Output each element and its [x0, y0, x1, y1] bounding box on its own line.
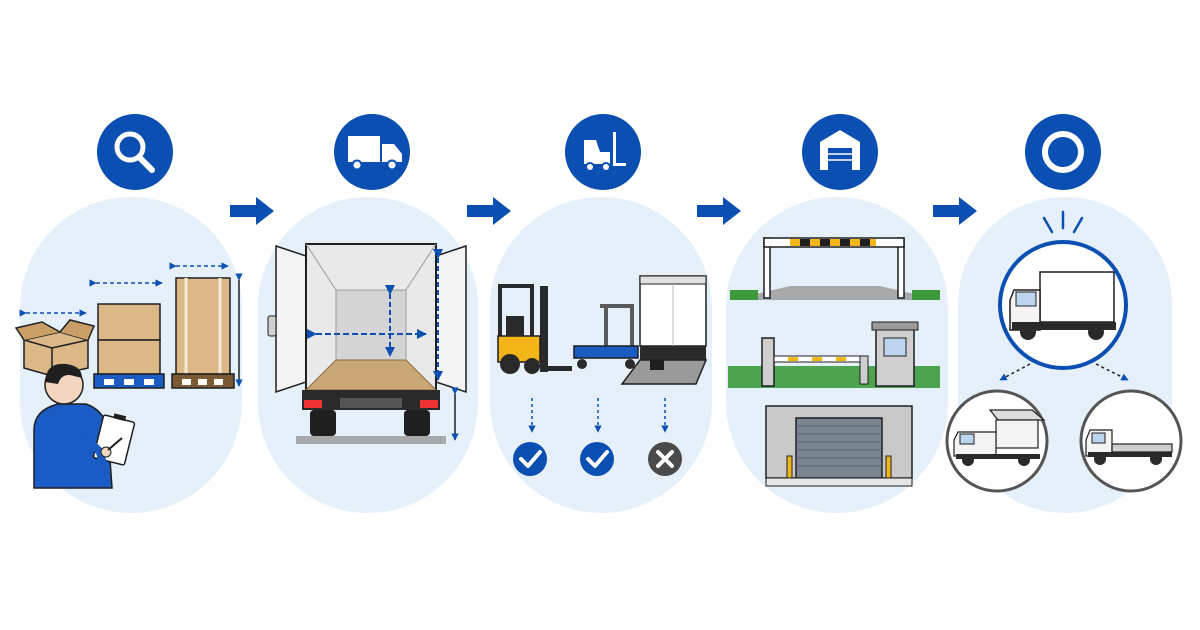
panel-truck-selection	[945, 197, 1183, 513]
step-4-warehouse-icon	[802, 114, 878, 190]
arrow-icon	[230, 197, 274, 225]
step-3-forklift-icon	[565, 114, 641, 190]
flatbed-truck-option	[1079, 389, 1183, 493]
left-door	[275, 244, 307, 394]
panel-site-access	[726, 197, 948, 513]
right-door	[435, 244, 467, 394]
tall-crate	[171, 277, 235, 389]
panel-measure-truck-box	[258, 197, 478, 513]
step-2-truck-icon	[334, 114, 410, 190]
height-barrier	[730, 237, 940, 300]
step-1-search-icon	[97, 114, 173, 190]
step-5-circle-icon	[1025, 114, 1101, 190]
ok-check-icon	[513, 442, 547, 476]
shutter-door	[765, 405, 913, 487]
arrow-icon	[933, 197, 977, 225]
power-gate-truck	[620, 275, 708, 385]
wing-truck-option	[945, 389, 1049, 493]
panel-measure-cargo	[14, 197, 243, 513]
selected-truck	[998, 240, 1128, 370]
inspector-person	[33, 363, 136, 489]
open-box	[14, 319, 96, 377]
gate-barrier	[728, 321, 940, 388]
arrow-icon	[697, 197, 741, 225]
cargo-on-pallet	[93, 303, 165, 389]
forklift	[497, 284, 572, 374]
hand-cart	[573, 304, 639, 369]
ok-check-icon	[580, 442, 614, 476]
arrow-icon	[467, 197, 511, 225]
ng-cross-icon	[648, 442, 682, 476]
panel-loading-equipment	[490, 197, 712, 513]
